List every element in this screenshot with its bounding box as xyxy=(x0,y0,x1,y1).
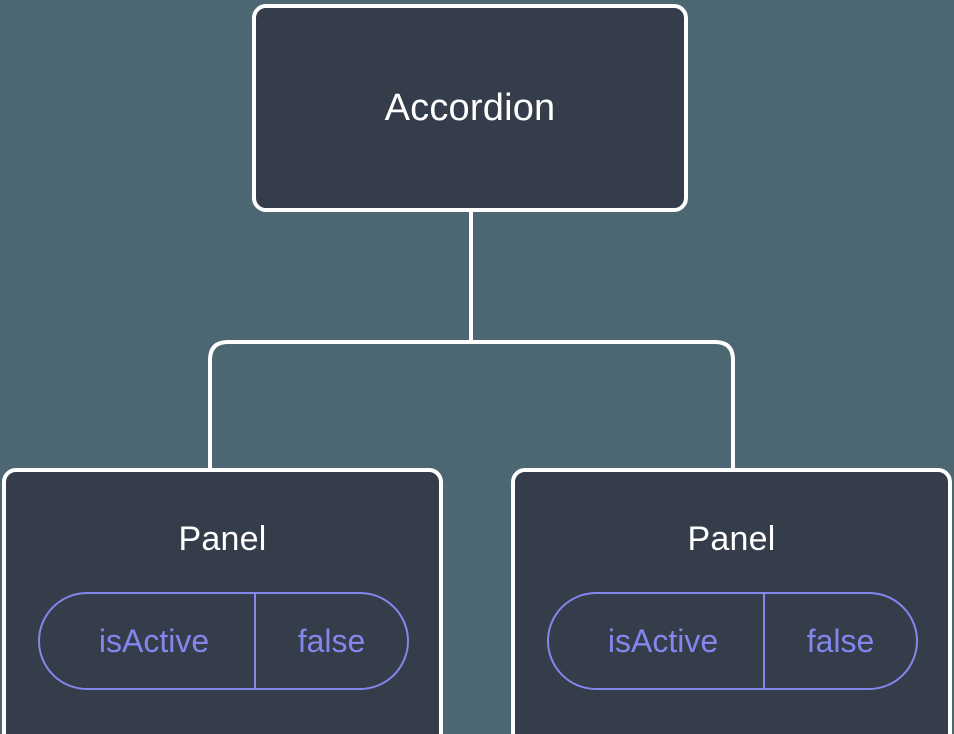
prop-value-label: false xyxy=(806,623,875,659)
prop-key-label: isActive xyxy=(607,623,719,659)
node-accordion[interactable]: Accordion xyxy=(252,4,688,212)
prop-key-label: isActive xyxy=(98,623,210,659)
prop-value-label: false xyxy=(297,623,366,659)
prop-divider xyxy=(254,594,256,688)
prop-badge-panel-left[interactable]: isActive false xyxy=(38,592,409,690)
node-panel-left-title: Panel xyxy=(178,520,267,558)
prop-divider xyxy=(763,594,765,688)
prop-badge-panel-right[interactable]: isActive false xyxy=(547,592,918,690)
node-panel-right-title: Panel xyxy=(687,520,776,558)
node-accordion-title: Accordion xyxy=(384,87,556,129)
edge-branch-bus xyxy=(208,340,735,470)
